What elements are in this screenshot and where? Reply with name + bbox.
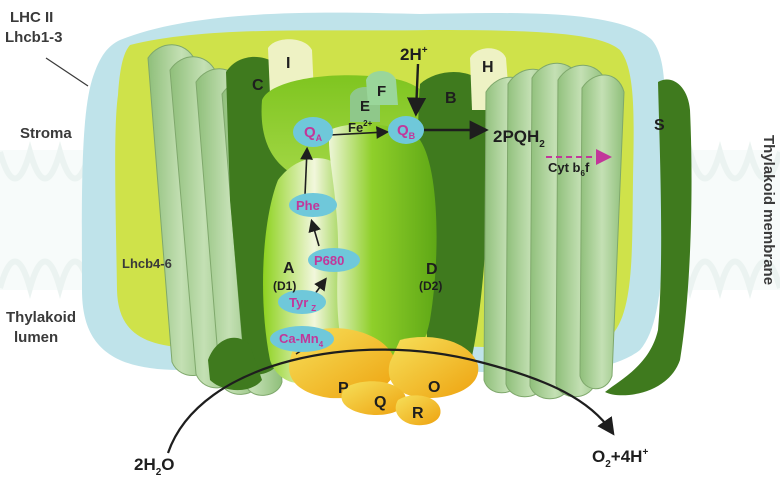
subunit-h-label: H: [482, 59, 494, 76]
fe-label: Fe2+: [348, 119, 373, 135]
phe-label: Phe: [296, 198, 320, 213]
subunit-o-label: O: [428, 379, 440, 396]
cytb6f-label: Cyt b6f: [548, 160, 590, 178]
subunit-s-label: S: [654, 117, 665, 134]
subunit-c-label: C: [252, 77, 264, 94]
camn-label: Ca-Mn4: [279, 331, 324, 349]
label-lumen: lumen: [14, 329, 58, 346]
subunit-p-label: P: [338, 380, 349, 397]
subunit-e-label: E: [360, 98, 370, 115]
qa-label: QA: [304, 124, 323, 143]
subunit-i-label: I: [286, 55, 290, 72]
pqh2-label: 2PQH2: [493, 127, 545, 150]
protons-in-label: 2H+: [400, 45, 428, 64]
subunit-f: [366, 71, 398, 105]
subunit-d-label: D: [426, 261, 438, 278]
subunit-a-label: A: [283, 260, 295, 277]
subunit-c-lower: [208, 337, 262, 391]
subunit-a-d1: [263, 158, 357, 384]
subunit-d1-label: (D1): [273, 279, 296, 293]
cofactors: [270, 116, 424, 352]
label-thylakoid: Thylakoid: [6, 309, 76, 326]
lhcb-right-helices: [483, 62, 625, 400]
oxygen-label: O2+4H+: [592, 447, 648, 470]
p680-label: P680: [314, 253, 344, 268]
lhcii-leader: [45, 57, 89, 87]
subunit-r-label: R: [412, 405, 424, 422]
subunit-b-label: B: [445, 90, 457, 107]
water-label: 2H2O: [134, 455, 175, 478]
subunit-s: [605, 79, 692, 396]
electron-path: [166, 63, 615, 454]
subunit-d2-label: (D2): [419, 279, 442, 293]
label-lhcb46: Lhcb4-6: [122, 256, 172, 271]
qb-label: QB: [397, 122, 416, 141]
subunit-f-label: F: [377, 83, 386, 100]
subunit-q-label: Q: [374, 394, 386, 411]
label-lhcb13: Lhcb1-3: [5, 29, 63, 46]
label-lhcii: LHC II: [10, 9, 53, 26]
subunit-d-d2: [328, 124, 437, 383]
label-stroma: Stroma: [20, 125, 72, 142]
label-thylakoid-membrane: Thylakoid membrane: [760, 135, 777, 285]
subunit-b: [417, 72, 490, 376]
